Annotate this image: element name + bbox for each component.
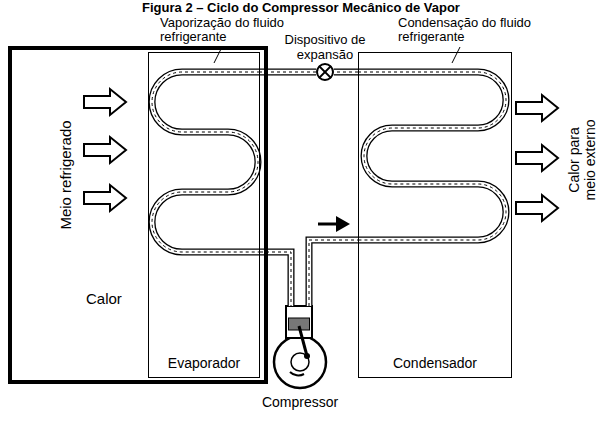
flow-arrow-shaft (318, 223, 338, 226)
heat-arrow (516, 145, 558, 171)
refrigerated-medium-box: Meio refrigeradoCalorEvaporador (8, 46, 268, 384)
compressor: Compressor (262, 306, 338, 412)
pipe-stroke (309, 240, 358, 306)
leader-line (452, 47, 460, 63)
pipe-stroke (334, 70, 358, 74)
node-label: Compressor (262, 394, 338, 410)
cross-stroke (319, 66, 331, 78)
connecting-rod (299, 326, 307, 356)
heat-arrow (84, 137, 126, 163)
heat-arrows-out (516, 95, 558, 221)
heat-arrows-in (84, 89, 126, 211)
coil-pipe (152, 72, 260, 252)
node-label: Evaporador (149, 355, 259, 371)
flow-arrow (318, 216, 350, 232)
crank (291, 353, 309, 371)
compressor-symbol (274, 306, 326, 388)
process-label: Condensação do fluido refrigerante (398, 16, 533, 44)
condenser-coil (358, 72, 506, 240)
cylinder (286, 306, 312, 338)
heat-arrow (84, 185, 126, 211)
pipe-stroke (309, 240, 358, 306)
pipe-stroke (334, 72, 358, 73)
coil-pipe (358, 72, 506, 240)
crank-case (274, 336, 326, 388)
heat-arrow (516, 195, 558, 221)
coil-pipe (358, 72, 506, 240)
pipe-stroke (260, 69, 316, 76)
condenser-box: Condensador (358, 52, 512, 378)
crank-pin (304, 353, 310, 359)
pipe-stroke (260, 72, 316, 73)
refrigerant-pipe (260, 72, 316, 73)
process-label: Vaporização do fluido refrigerante (160, 16, 292, 44)
refrigerant-pipe (334, 72, 358, 73)
heat-arrow (84, 89, 126, 115)
coil-pipe (152, 72, 260, 252)
expansion-valve: Dispositivo de expansão (316, 63, 334, 81)
figure-title: Figura 2 – Ciclo do Compressor Mecânico … (0, 0, 602, 15)
cross-stroke (319, 66, 331, 78)
coil-pipe (358, 72, 506, 240)
pipe-stroke (309, 240, 358, 306)
node-label: Dispositivo de expansão (275, 32, 375, 62)
heat-output-label: Calor para meio externo (566, 112, 598, 208)
expansion-cross (319, 66, 331, 78)
evaporator-coil (152, 72, 260, 252)
pipe-stroke (334, 69, 358, 76)
counterweight (290, 372, 304, 375)
heat-arrow (516, 95, 558, 121)
node-label: Meio refrigerado (57, 120, 74, 229)
pipe-stroke (260, 70, 316, 74)
node-label: Condensador (359, 355, 511, 371)
heat-label: Calor (86, 290, 122, 307)
refrigerant-pipe (309, 240, 358, 306)
flow-arrow-head (336, 216, 350, 232)
evaporator-box: Evaporador (148, 52, 260, 378)
coil-pipe (152, 72, 260, 252)
